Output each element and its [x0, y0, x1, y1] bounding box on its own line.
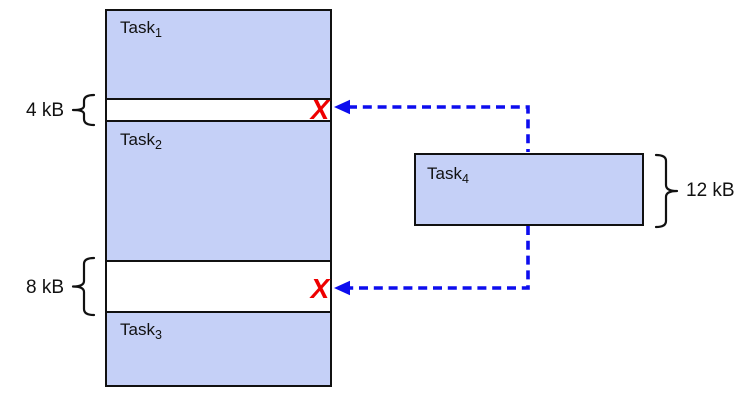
incoming-block-task4 — [414, 153, 644, 226]
task4-label: Task4 — [427, 164, 469, 186]
task4-12kb-brace — [654, 153, 679, 229]
task1-subscript: 1 — [155, 26, 162, 40]
task4-name: Task — [427, 164, 462, 183]
task3-subscript: 3 — [155, 328, 162, 342]
gap-8kb-brace — [71, 256, 96, 317]
task3-name: Task — [120, 320, 155, 339]
task2-label: Task2 — [120, 130, 162, 152]
task1-name: Task — [120, 18, 155, 37]
free-gap-4kb — [105, 98, 332, 122]
reject-x-mark-8kb: X — [309, 273, 332, 304]
memory-block-task3 — [105, 311, 332, 387]
memory-block-task1 — [105, 9, 332, 100]
memory-block-task2 — [105, 120, 332, 262]
task3-label: Task3 — [120, 320, 162, 342]
gap-4kb-size-label: 4 kB — [26, 100, 64, 121]
task2-subscript: 2 — [155, 138, 162, 152]
free-gap-8kb — [105, 260, 332, 313]
arrow-task4-to-8kb-gap — [348, 226, 530, 290]
gap-4kb-brace — [71, 93, 96, 127]
gap-8kb-size-label: 8 kB — [26, 277, 64, 298]
arrowhead-left-icon — [334, 280, 350, 296]
arrowhead-left-icon — [334, 99, 350, 115]
reject-x-mark-4kb: X — [309, 94, 332, 125]
task4-size-label: 12 kB — [686, 180, 735, 201]
arrow-task4-to-4kb-gap — [348, 105, 530, 152]
task1-label: Task1 — [120, 18, 162, 40]
task2-name: Task — [120, 130, 155, 149]
task4-subscript: 4 — [462, 172, 469, 186]
